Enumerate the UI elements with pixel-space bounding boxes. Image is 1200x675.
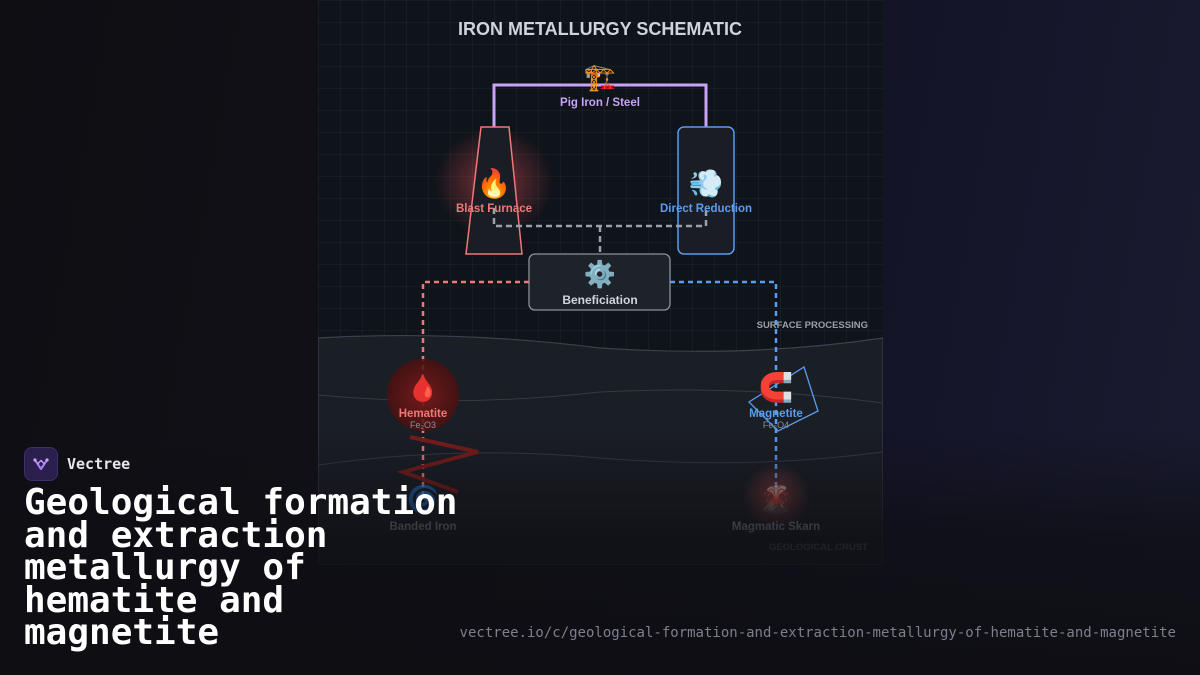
- brand: Vectree: [24, 447, 130, 481]
- hematite-node[interactable]: [387, 359, 459, 431]
- direct-reduction-shape: [677, 126, 735, 255]
- hematite-label: Hematite: [399, 408, 448, 420]
- direct-reduction-label: Direct Reduction: [660, 203, 752, 215]
- blast-furnace-label: Blast Furnace: [456, 203, 532, 215]
- product-connector: [492, 83, 708, 128]
- hematite-formula: Fe₂O3: [410, 420, 436, 430]
- pig-iron-label: Pig Iron / Steel: [560, 97, 640, 109]
- page-url[interactable]: vectree.io/c/geological-formation-and-ex…: [459, 625, 1176, 641]
- surface-processing-label: SURFACE PROCESSING: [757, 320, 868, 331]
- blood-drop-icon: 🩸: [407, 373, 439, 403]
- magnetite-formula: Fe₃O4: [763, 420, 789, 430]
- crane-icon: 🏗️: [584, 62, 616, 92]
- beneficiation-label: Beneficiation: [562, 293, 637, 307]
- fire-icon: 🔥: [477, 167, 512, 200]
- wind-icon: 💨: [689, 168, 724, 200]
- gear-icon: ⚙️: [584, 259, 616, 289]
- reactor-link: [492, 208, 708, 255]
- geological-crust-label: GEOLOGICAL CRUST: [769, 542, 868, 553]
- magnet-icon: 🧲: [759, 371, 794, 404]
- blast-furnace-shape: [465, 126, 523, 255]
- magmatic-skarn-label: Magmatic Skarn: [732, 521, 820, 533]
- volcano-icon: 🌋: [760, 484, 792, 514]
- diagram-title: IRON METALLURGY SCHEMATIC: [458, 19, 742, 39]
- diagram-canvas: IRON METALLURGY SCHEMATIC 🏗️ 🔥 💨 ⚙: [318, 19, 883, 565]
- vectree-logo-icon: [24, 447, 58, 481]
- page-headline: Geological formation and extraction meta…: [24, 482, 458, 653]
- magnetite-label: Magnetite: [749, 408, 803, 420]
- diagram-panel: IRON METALLURGY SCHEMATIC 🏗️ 🔥 💨 ⚙: [318, 0, 883, 565]
- brand-name: Vectree: [67, 455, 131, 473]
